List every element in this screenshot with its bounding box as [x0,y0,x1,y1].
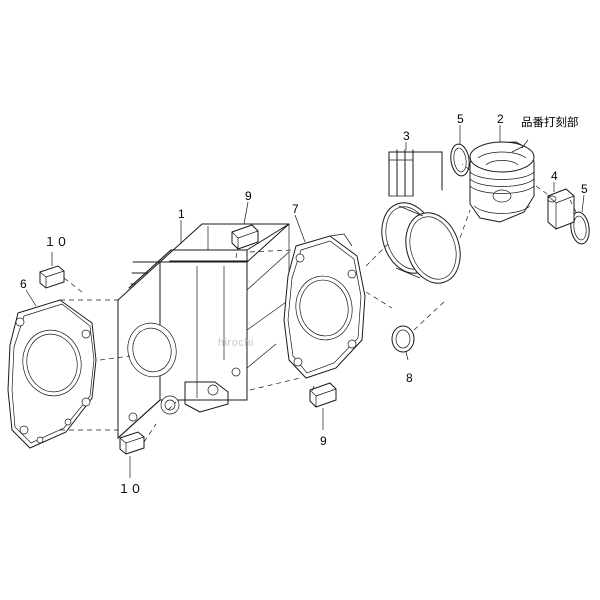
callout-7: 7 [292,202,299,216]
callout-10-upper: １０ [44,235,69,249]
callout-5-right: 5 [581,182,588,196]
part-number-stamp-annotation: 品番打刻部 [521,117,579,129]
callout-9-upper: 9 [245,189,252,203]
callout-4: 4 [551,169,558,183]
part-2-piston [469,141,535,223]
assembly-axis-dashed [60,163,577,443]
callout-2: 2 [497,112,504,126]
callout-1: 1 [178,207,185,221]
callout-3: 3 [403,129,410,143]
callout-10-lower: １０ [118,482,143,496]
leader-lines [25,125,585,478]
watermark-text: hirochi [218,337,254,349]
callout-6: 6 [20,277,27,291]
callout-5-left: 5 [457,112,464,126]
part-7-head-gasket [283,233,366,379]
callout-9-lower: 9 [320,434,327,448]
part-1-cylinder-block [117,223,290,440]
part-9-dowel-pins [231,224,337,408]
part-8-o-ring [391,325,415,353]
part-5-circlips [450,143,590,245]
part-3-piston-rings [381,149,461,284]
callout-8: 8 [406,371,413,385]
part-10-studs [39,265,145,455]
part-6-gasket [7,299,97,449]
part-4-piston-pin [547,188,575,230]
